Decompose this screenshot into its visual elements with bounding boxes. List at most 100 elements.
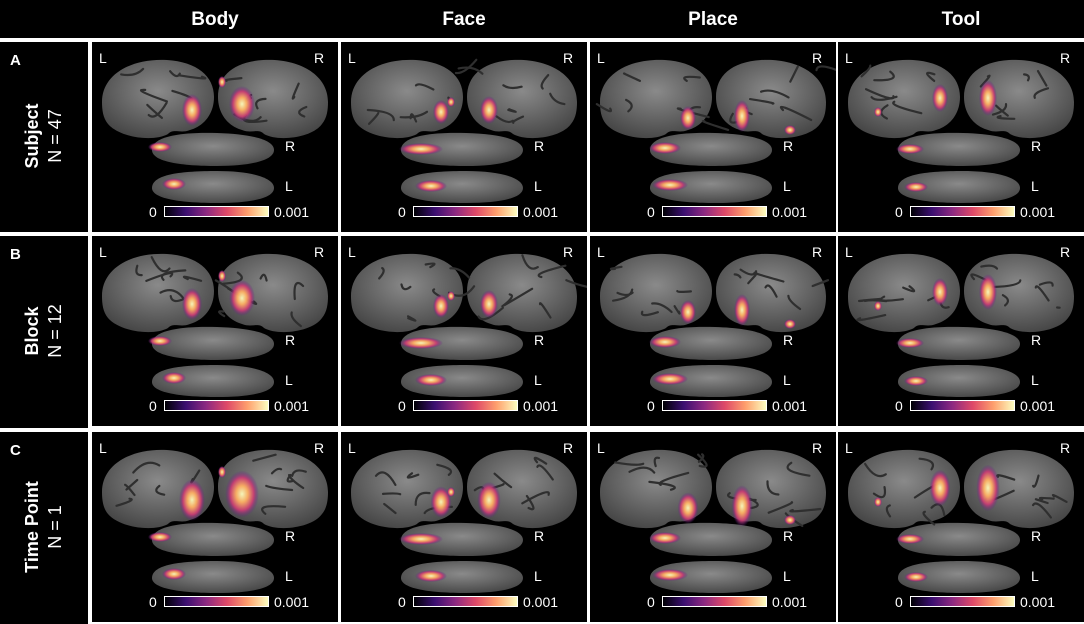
sulcus-line [892, 100, 923, 115]
hemi-label-right-lateral: R [314, 440, 325, 456]
left-hemisphere-ventral [650, 365, 772, 397]
right-hemisphere-ventral [650, 132, 772, 166]
activation-blob [677, 492, 699, 524]
sulcus-line [261, 505, 287, 515]
activation-blob [148, 142, 172, 152]
sulcus-line [159, 289, 185, 300]
sulcus-line [222, 271, 243, 285]
sulcus-line [625, 98, 633, 113]
left-hemisphere-ventral [152, 561, 274, 593]
left-hemisphere-ventral [650, 171, 772, 203]
sulcus-line [132, 461, 161, 474]
sulcus-line [760, 89, 790, 99]
sulcus-line [224, 77, 243, 82]
colorbar-gradient [662, 206, 767, 217]
hemi-label-right-lateral: R [314, 50, 325, 66]
colorbar-min-label: 0 [647, 204, 655, 220]
hemi-label-left-ventral: L [783, 372, 791, 388]
sulcus-line [265, 484, 294, 492]
sulcus-line [381, 492, 402, 496]
sulcus-line [1032, 474, 1040, 488]
sulcus-line [366, 108, 395, 122]
colorbar-gradient [662, 400, 767, 411]
sulcus-line [764, 284, 778, 298]
colorbar-gradient [164, 596, 269, 607]
brain-surfaces [351, 449, 577, 593]
hemi-label-right-ventral: R [534, 138, 545, 154]
colorbar-min-label: 0 [149, 398, 157, 414]
sulcus-line [870, 95, 898, 101]
right-hemisphere-ventral [401, 132, 523, 166]
row-title: Block [22, 306, 42, 356]
sulcus-line [873, 70, 895, 82]
sulcus-line [367, 111, 380, 125]
sulcus-line [383, 502, 397, 515]
hemi-label-left-lateral: L [845, 440, 853, 456]
sulcus-line [493, 472, 513, 489]
right-hemisphere-lateral [716, 449, 826, 529]
hemi-label-left-lateral: L [348, 50, 356, 66]
sulcus-line [701, 119, 730, 131]
sulcus-line [1038, 281, 1054, 287]
sulcus-line [749, 98, 775, 105]
activation-blob [225, 470, 259, 518]
activation-blob [649, 532, 681, 544]
sulcus-line [779, 105, 813, 122]
hemi-label-right-ventral: R [1031, 332, 1042, 348]
colorbar-min-label: 0 [398, 204, 406, 220]
sulcus-line [766, 480, 780, 496]
sulcus-line [733, 273, 742, 279]
sulcus-line [922, 510, 936, 526]
column-header-face: Face [341, 0, 587, 38]
right-hemisphere-lateral [716, 59, 826, 139]
sulcus-line [252, 453, 277, 462]
brain-surfaces [600, 449, 826, 593]
hemi-label-left-ventral: L [534, 568, 542, 584]
activation-blob [896, 534, 924, 544]
sulcus-line [653, 456, 661, 468]
hemi-label-right-ventral: R [783, 332, 794, 348]
right-hemisphere-ventral [401, 522, 523, 556]
right-hemisphere-ventral [898, 132, 1020, 166]
sulcus-line [1034, 285, 1050, 302]
activation-blob [649, 142, 681, 154]
sulcus-line [501, 293, 513, 308]
sulcus-line [407, 315, 417, 322]
left-hemisphere-ventral [401, 171, 523, 203]
activation-blob [480, 290, 498, 318]
left-hemisphere-ventral [152, 171, 274, 203]
activation-blob [874, 301, 882, 311]
activation-blob [218, 466, 226, 478]
sulcus-line [146, 103, 163, 119]
activation-blob [433, 294, 449, 318]
sulcus-line [521, 491, 550, 505]
brain-surfaces [351, 253, 587, 397]
sulcus-line [115, 497, 133, 507]
sulcus-line [995, 104, 1009, 117]
brain-surfaces [848, 449, 1074, 593]
brain-surfaces [595, 59, 836, 203]
colorbar-min-label: 0 [149, 204, 157, 220]
row-sample-size: N = 12 [45, 304, 65, 358]
brain-surfaces [102, 449, 328, 593]
sulcus-line [885, 504, 892, 518]
colorbar-max-label: 0.001 [274, 594, 310, 610]
activation-blob [874, 497, 882, 507]
colorbar-gradient [662, 596, 767, 607]
sulcus-line [537, 264, 567, 279]
activation-blob [784, 125, 796, 135]
colorbar-gradient [413, 206, 518, 217]
hemi-label-right-lateral: R [563, 244, 574, 260]
right-hemisphere-lateral [964, 59, 1074, 139]
hemi-label-left-lateral: L [845, 50, 853, 66]
hemi-label-right-ventral: R [285, 528, 296, 544]
sulcus-line [980, 264, 999, 270]
sulcus-line [872, 486, 887, 499]
